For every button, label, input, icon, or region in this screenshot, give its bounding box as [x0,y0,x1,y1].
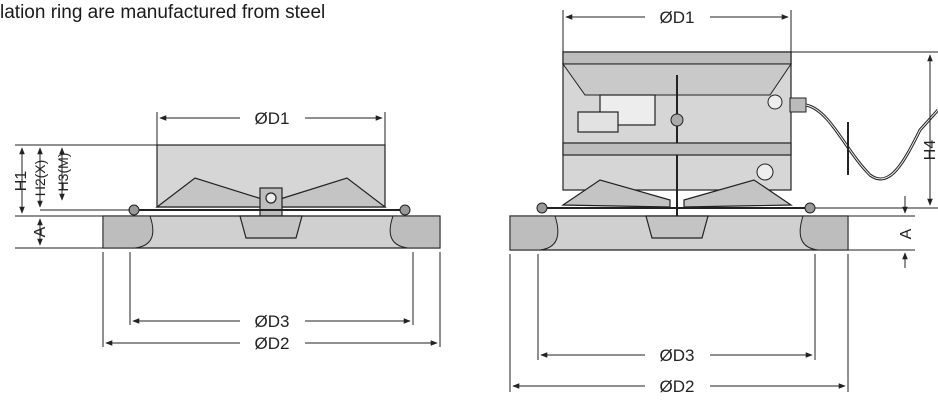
left-ring-lip-left [102,215,154,249]
right-blade-right [683,179,793,208]
right-ring-lip-left [509,215,559,251]
left-h1-label: H1 [13,171,30,192]
left-d1-label: ØD1 [255,109,290,128]
right-bolt-left-icon [536,202,548,214]
right-bolt-right-icon [804,202,816,214]
caption-text: lation ring are manufactured from steel [0,2,326,23]
left-view: ØD1 ØD3 ØD2 H1 H2(X) H3(M) A [13,109,441,353]
right-blade-left [561,179,671,208]
right-a-label: A [898,228,915,239]
left-d3-label: ØD3 [255,312,290,331]
left-bolt-left-icon [128,204,140,216]
left-center-cup [239,215,303,239]
right-cable [805,103,938,181]
right-spindle-knob-icon [670,113,684,127]
left-a-label: A [32,226,49,237]
left-bolt-right-icon [399,204,411,216]
right-cable-gland [789,97,807,113]
right-ring-lip-right [799,215,849,251]
left-ring-lip-right [389,215,441,249]
right-view: ØD1 ØD3 ØD2 H4 A [509,8,938,396]
right-d3-label: ØD3 [660,346,695,365]
left-d2-label: ØD2 [255,334,290,353]
left-mechanism-knob-icon [265,192,277,204]
right-center-cup [645,215,709,239]
right-d1-label: ØD1 [660,8,695,27]
right-d2-label: ØD2 [660,377,695,396]
right-h4-label: H4 [922,140,938,161]
left-h3-label: H3(M) [55,153,71,192]
left-h2-label: H2(X) [32,160,48,197]
